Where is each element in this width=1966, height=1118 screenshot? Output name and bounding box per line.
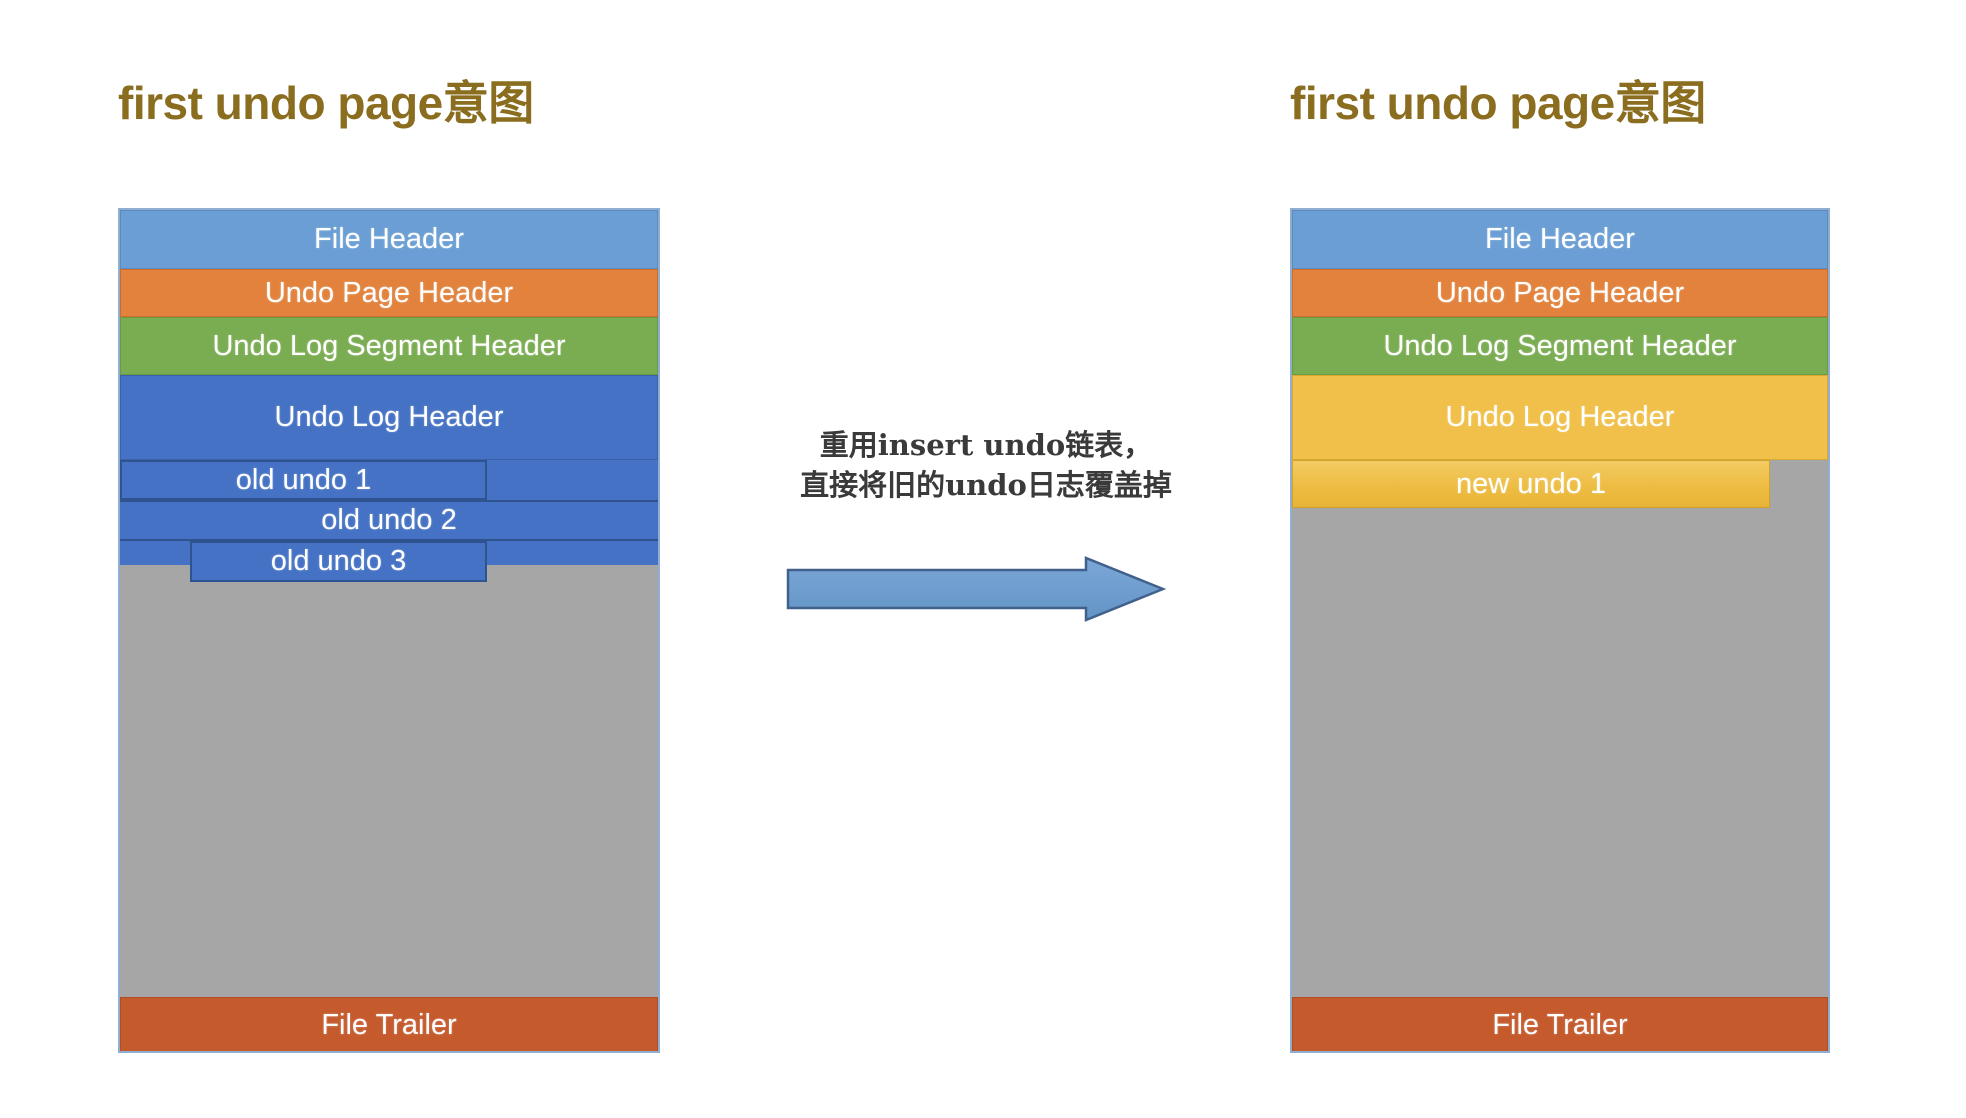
- left-entry-old-undo-3: old undo 3: [190, 541, 487, 582]
- left-diagram-title: first undo page意图: [118, 77, 534, 129]
- transition-note: 重用insert undo链表， 直接将旧的undo日志覆盖掉: [756, 425, 1216, 505]
- right-block-undo-log-segment-header: Undo Log Segment Header: [1292, 317, 1828, 375]
- right-arrow-icon: [786, 556, 1166, 622]
- left-undo-page-container: File Header Undo Page Header Undo Log Se…: [118, 208, 660, 1053]
- left-entry-old-undo-2: old undo 2: [120, 500, 658, 541]
- right-block-undo-log-header: Undo Log Header: [1292, 375, 1828, 460]
- right-undo-page-container: File Header Undo Page Header Undo Log Se…: [1290, 208, 1830, 1053]
- right-block-file-trailer: File Trailer: [1292, 997, 1828, 1051]
- transition-note-line-1: 重用insert undo链表，: [819, 428, 1153, 462]
- transition-note-line-2: 直接将旧的undo日志覆盖掉: [800, 468, 1172, 503]
- left-block-file-trailer: File Trailer: [120, 997, 658, 1051]
- right-diagram-title: first undo page意图: [1290, 77, 1706, 129]
- left-block-undo-log-header: Undo Log Header: [120, 375, 658, 460]
- right-block-undo-page-header: Undo Page Header: [1292, 269, 1828, 317]
- left-block-undo-page-header: Undo Page Header: [120, 269, 658, 317]
- left-entry-old-undo-1: old undo 1: [120, 460, 487, 500]
- left-block-undo-log-segment-header: Undo Log Segment Header: [120, 317, 658, 375]
- right-entry-new-undo-1: new undo 1: [1292, 460, 1770, 508]
- right-block-file-header: File Header: [1292, 210, 1828, 269]
- transition-arrow: [786, 556, 1166, 626]
- left-block-file-header: File Header: [120, 210, 658, 269]
